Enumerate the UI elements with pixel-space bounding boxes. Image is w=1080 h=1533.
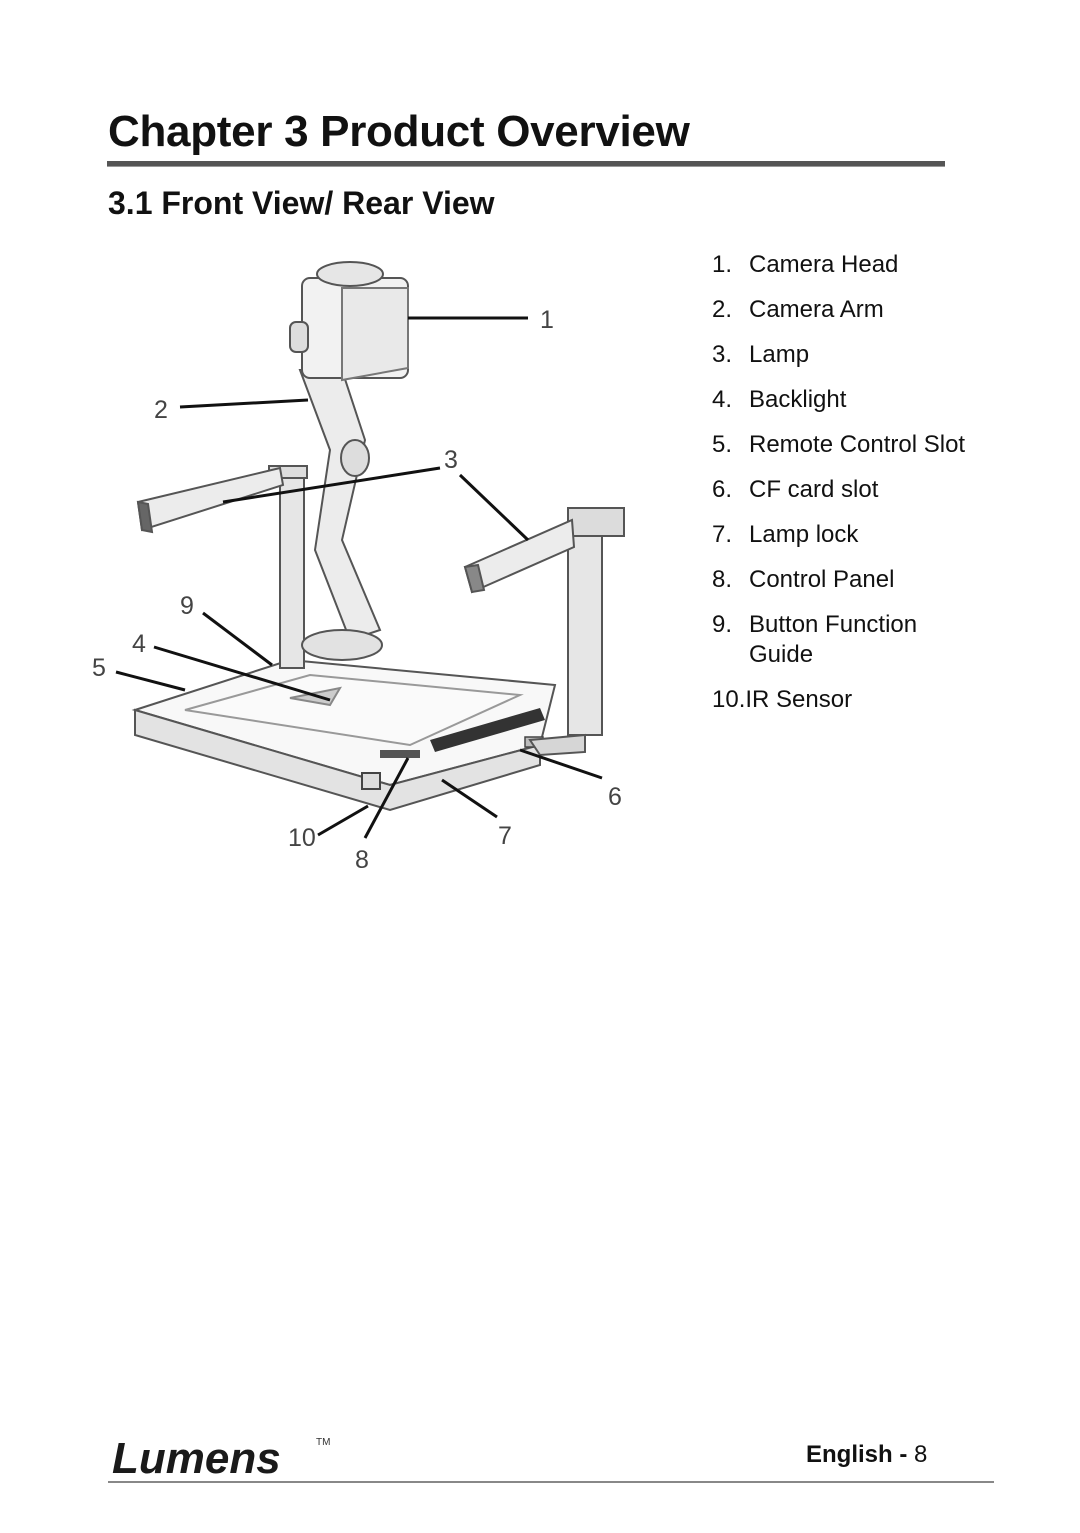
footer-separator: - (892, 1441, 914, 1468)
list-item: 2. Camera Arm (712, 295, 972, 325)
callout-leader-lines (115, 316, 603, 839)
list-item-number: 5. (712, 431, 733, 458)
camera-head (289, 261, 409, 382)
callout-10: 10 (288, 824, 316, 852)
list-item-label: IR Sensor (745, 686, 853, 713)
camera-arm (298, 369, 383, 661)
callout-7: 7 (498, 822, 512, 850)
list-item: 6. CF card slot (712, 475, 972, 505)
list-item-label: Control Panel (749, 566, 895, 593)
list-item-number: 10. (712, 686, 746, 713)
list-item: 5. Remote Control Slot (712, 430, 972, 460)
title-rule (107, 161, 945, 167)
list-item-label: CF card slot (749, 476, 879, 503)
list-item: 1. Camera Head (712, 250, 972, 280)
control-panel (380, 708, 545, 758)
list-item-number: 9. (712, 611, 733, 638)
callout-4: 4 (132, 630, 146, 658)
list-item-label: Camera Arm (749, 296, 884, 323)
list-item: 4. Backlight (712, 385, 972, 415)
trademark-mark: TM (316, 1437, 330, 1448)
footer-rule (108, 1481, 994, 1483)
list-item-number: 2. (712, 296, 733, 323)
chapter-title: Chapter 3 Product Overview (108, 107, 690, 156)
list-item-label: Lamp lock (749, 521, 859, 548)
list-item-number: 1. (712, 251, 733, 278)
list-item-number: 4. (712, 386, 733, 413)
product-figure: 1 2 3 4 5 6 7 8 9 10 (80, 240, 680, 890)
list-item: 3. Lamp (712, 340, 972, 370)
right-lamp-assembly (463, 507, 625, 757)
list-item-label: Lamp (749, 341, 810, 368)
logo-wordmark: Lumens (112, 1434, 281, 1479)
callout-1: 1 (540, 306, 554, 334)
list-item-label: Backlight (749, 386, 847, 413)
callout-8: 8 (355, 846, 369, 874)
list-item: 10.IR Sensor (712, 685, 972, 715)
lumens-logo: Lumens TM (112, 1434, 330, 1479)
list-item-number: 8. (712, 566, 733, 593)
section-title: 3.1 Front View/ Rear View (108, 185, 495, 221)
list-item-label: Remote Control Slot (749, 431, 966, 458)
callout-3: 3 (444, 446, 458, 474)
footer-language: English (806, 1441, 893, 1468)
parts-list: 1. Camera Head 2. Camera Arm 3. Lamp 4. Back… (712, 250, 972, 730)
list-item-number: 3. (712, 341, 733, 368)
page-footer-label: English - 8 (806, 1439, 927, 1471)
left-lamp-assembly (136, 465, 308, 669)
list-item: 9. Button Function Guide (712, 610, 972, 670)
list-item: 7. Lamp lock (712, 520, 972, 550)
page-number: 8 (914, 1441, 928, 1468)
callout-2: 2 (154, 396, 168, 424)
list-item-label: Button Function Guide (749, 611, 918, 668)
list-item-number: 6. (712, 476, 733, 503)
ir-sensor (361, 772, 381, 790)
list-item-number: 7. (712, 521, 733, 548)
base-unit (131, 658, 557, 812)
callout-6: 6 (608, 783, 622, 811)
list-item-label: Camera Head (749, 251, 899, 278)
callout-5: 5 (92, 654, 106, 682)
list-item: 8. Control Panel (712, 565, 972, 595)
document-camera-illustration: 1 2 3 4 5 6 7 8 9 10 (92, 261, 625, 874)
callout-9: 9 (180, 592, 194, 620)
